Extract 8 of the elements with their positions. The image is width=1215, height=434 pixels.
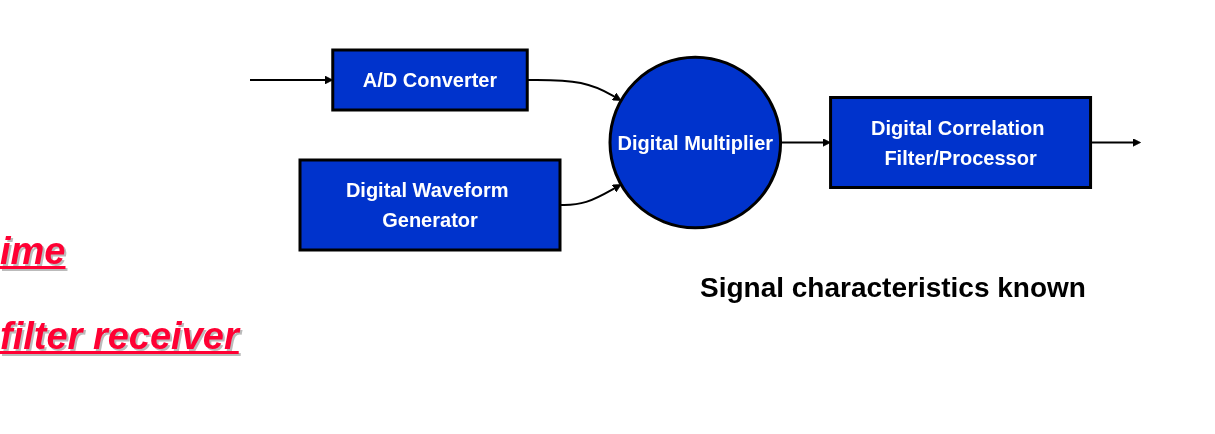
heading-text: ime — [0, 230, 66, 273]
node-box: A/D Converter — [331, 48, 529, 112]
node-box: Digital Waveform Generator — [298, 158, 562, 252]
note-text: Signal characteristics known — [700, 272, 1086, 304]
heading-text: filter receiver — [0, 315, 239, 358]
node-box: Digital Correlation Filter/Processor — [828, 96, 1092, 189]
node-circle: Digital Multiplier — [608, 55, 782, 230]
arrow — [248, 75, 333, 85]
